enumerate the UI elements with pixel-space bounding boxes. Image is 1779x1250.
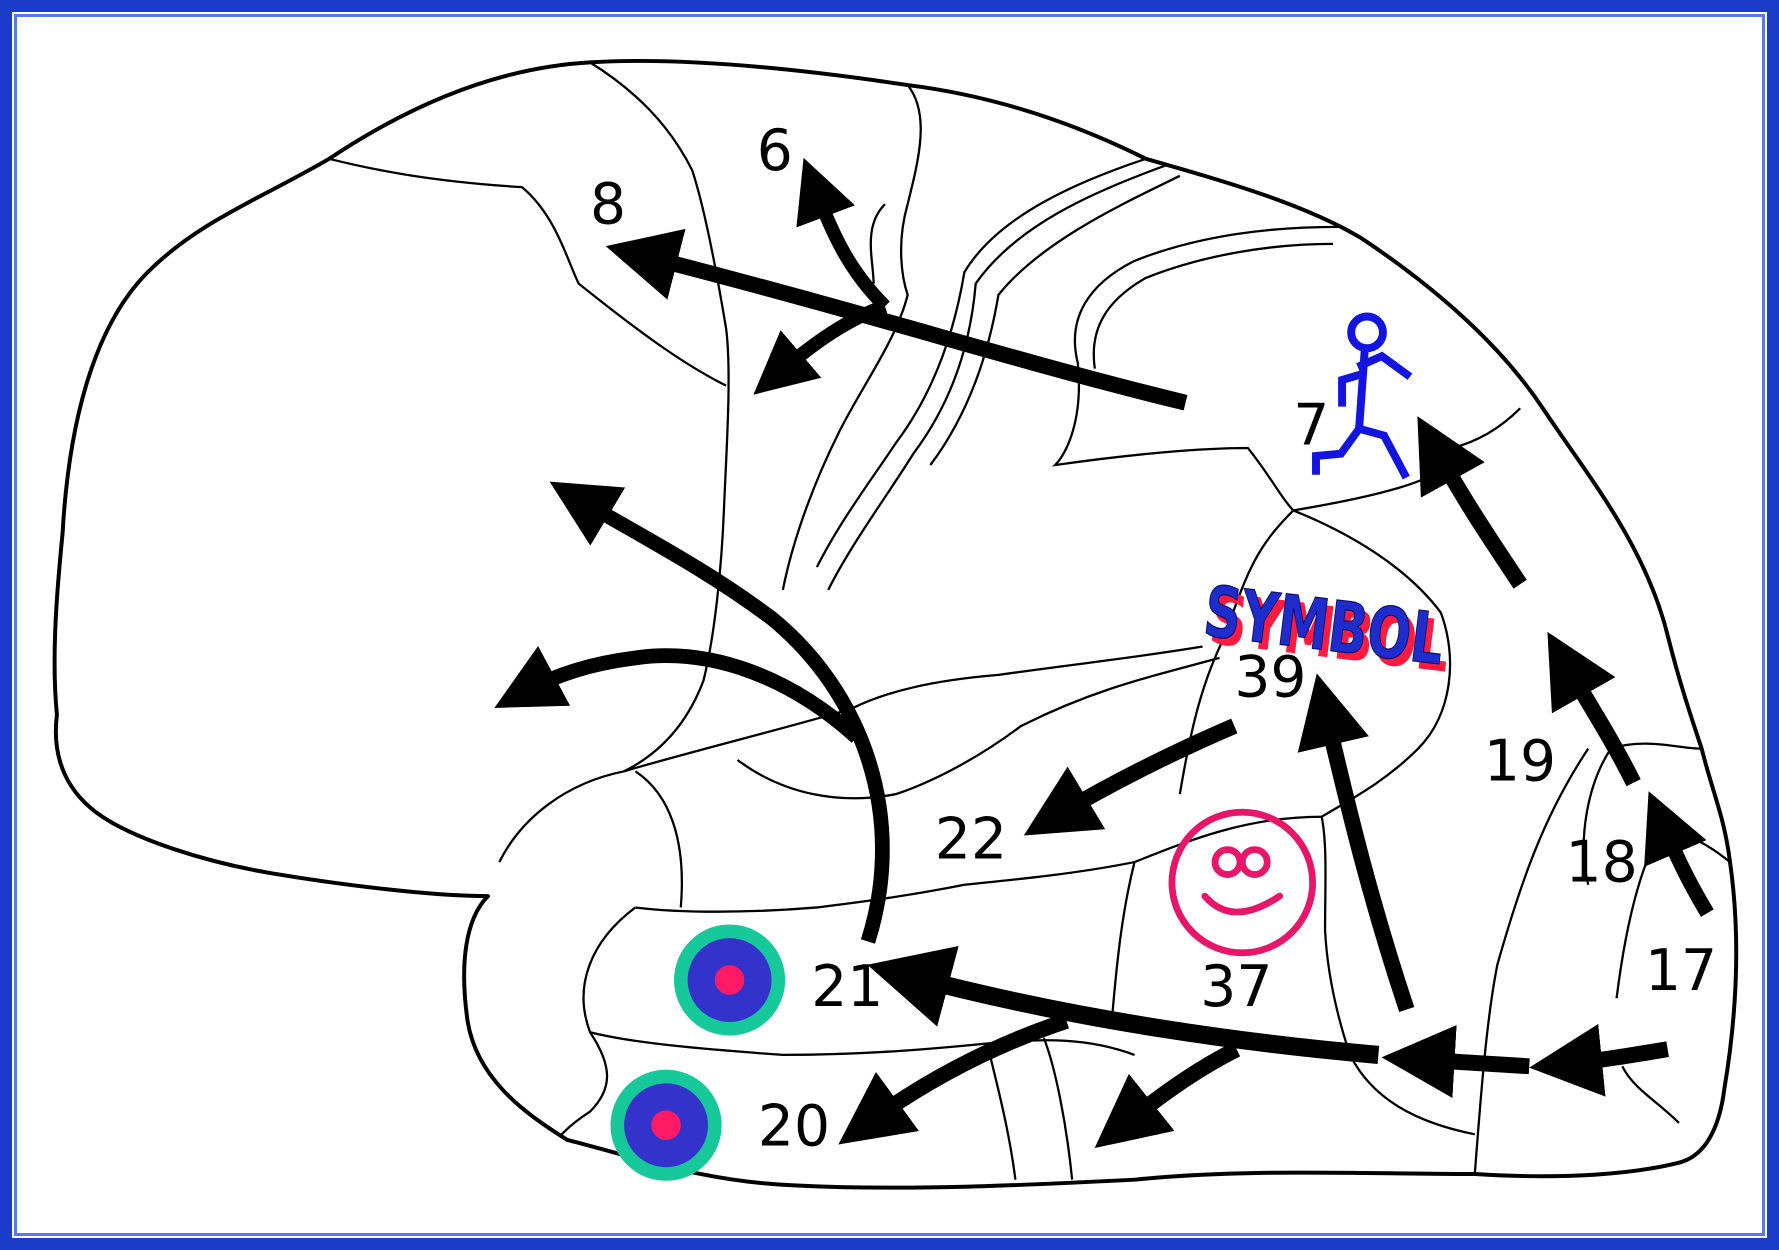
brain-outline <box>55 61 1737 1188</box>
arrow-17-to-18-lower <box>1566 1049 1668 1064</box>
arrow-to-area-8 <box>641 255 1185 402</box>
arrow-down-from-6 <box>777 306 885 374</box>
arrow-to-area-21 <box>908 975 1379 1054</box>
smiley-face-icon <box>1172 812 1313 953</box>
arrow-to-39 <box>1325 709 1407 1010</box>
area-label-21: 21 <box>811 954 883 1020</box>
arrow-to-area-20 <box>868 1021 1067 1123</box>
area-label-6: 6 <box>757 118 793 184</box>
arrow-19-to-7 <box>1435 448 1520 584</box>
arrow-18-to-19 <box>1566 664 1634 783</box>
arrow-39-to-22 <box>1055 726 1234 817</box>
area-label-18: 18 <box>1566 829 1638 895</box>
target-icon <box>610 1070 721 1181</box>
running-person-icon <box>1316 316 1407 474</box>
arrow-down-temporal <box>1123 1049 1236 1125</box>
area-label-7: 7 <box>1293 393 1329 459</box>
arrow-to-area-6 <box>815 187 885 306</box>
arrow-to-frontal-lower <box>524 656 856 738</box>
area-label-20: 20 <box>758 1094 830 1160</box>
target-icon <box>674 924 785 1035</box>
area-label-17: 17 <box>1645 938 1717 1004</box>
area-label-22: 22 <box>935 807 1007 873</box>
area-label-37: 37 <box>1200 954 1272 1020</box>
area-label-19: 19 <box>1484 728 1556 794</box>
area-label-8: 8 <box>590 171 626 237</box>
arrow-18-to-37 <box>1418 1059 1529 1066</box>
